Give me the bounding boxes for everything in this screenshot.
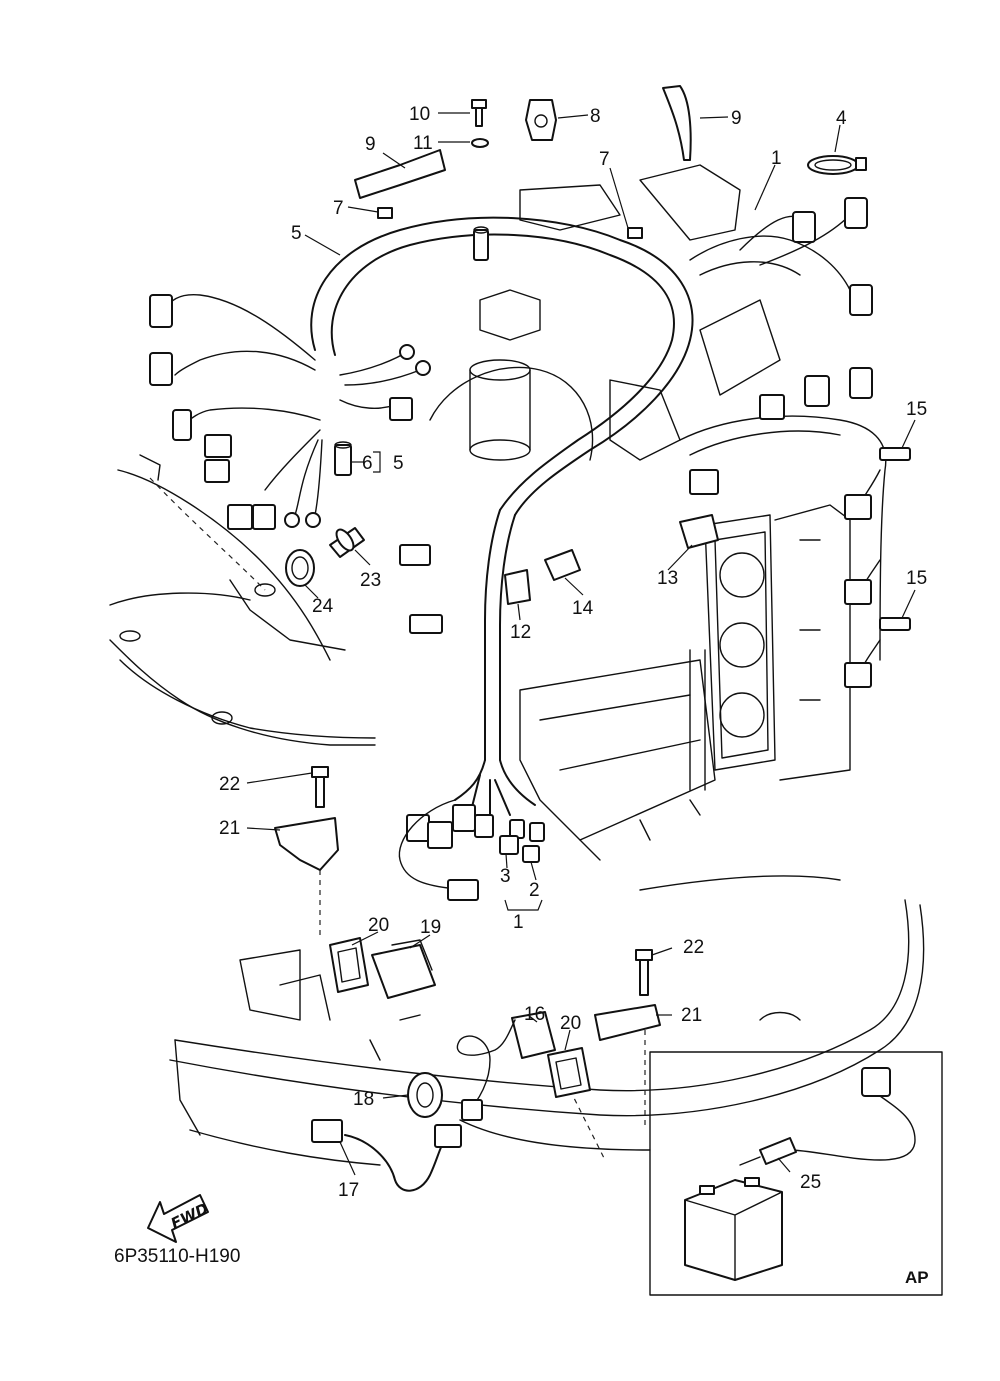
callout-22-lower: 22 — [683, 937, 704, 958]
callout-5-top: 5 — [291, 223, 302, 244]
part-12-clip — [504, 569, 531, 605]
callout-1-bottom: 1 — [513, 912, 524, 933]
callout-20-lower: 20 — [560, 1013, 581, 1034]
callout-15-lower: 15 — [906, 568, 927, 589]
part-10-bolt — [471, 99, 487, 127]
callout-16: 16 — [524, 1004, 545, 1025]
part-7-clip-left — [377, 207, 393, 219]
part-18-grommet — [407, 1072, 443, 1118]
cowling-outline-left — [109, 454, 376, 746]
callout-14: 14 — [572, 598, 594, 619]
callout-7-left: 7 — [333, 198, 344, 219]
bottom-cowling-outline — [169, 860, 925, 1166]
part-16-connector — [511, 1011, 556, 1059]
inset-battery-box — [649, 1051, 943, 1296]
inset-label: AP — [905, 1268, 929, 1287]
callout-5-bracket: 5 — [393, 453, 404, 474]
callout-12: 12 — [510, 622, 531, 643]
callout-10: 10 — [409, 104, 430, 125]
lower-harness-connectors — [398, 799, 545, 901]
callout-17: 17 — [338, 1180, 359, 1201]
part-15-clamp-lower — [879, 617, 911, 631]
engine-block-outline — [429, 164, 851, 861]
part-7-clip-right — [627, 227, 643, 239]
callout-24: 24 — [312, 596, 334, 617]
fwd-direction-arrow: FWD — [147, 1194, 211, 1243]
callout-18: 18 — [353, 1089, 374, 1110]
main-wiring-harness — [164, 214, 887, 816]
callout-2: 2 — [529, 880, 540, 901]
left-connectors-group — [149, 294, 443, 634]
part-6-collar — [334, 441, 352, 476]
part-21-bracket-lower — [594, 1004, 661, 1041]
part-21-bracket-upper — [274, 817, 339, 871]
part-17-lead-wire — [311, 1019, 516, 1192]
callout-7-right: 7 — [599, 149, 610, 170]
part-22-bolt-lower — [635, 949, 653, 996]
callout-1-top: 1 — [771, 148, 782, 169]
callout-20-upper: 20 — [368, 915, 389, 936]
part-13-clip — [679, 514, 719, 549]
part-5-grommet-column — [473, 226, 489, 261]
callout-21-lower: 21 — [681, 1005, 702, 1026]
callout-4: 4 — [836, 108, 847, 129]
callout-25: 25 — [800, 1172, 821, 1193]
callout-19: 19 — [420, 917, 441, 938]
callout-15-upper: 15 — [906, 399, 927, 420]
part-19-cover — [371, 939, 436, 999]
part-22-bolt-upper — [311, 766, 329, 808]
callout-13: 13 — [657, 568, 678, 589]
part-3-clip — [499, 835, 519, 855]
drawing-code: 6P35110-H190 — [114, 1246, 240, 1267]
callout-21-upper: 21 — [219, 818, 240, 839]
callout-6: 6 — [362, 453, 373, 474]
callout-9-left: 9 — [365, 134, 376, 155]
part-14-clip — [544, 549, 581, 581]
part-20-grommet-lower — [547, 1047, 591, 1098]
part-11-washer — [471, 138, 489, 148]
part-2-clip — [522, 845, 540, 863]
leader-lines — [246, 112, 916, 1176]
part-20-grommet-upper — [329, 937, 369, 993]
part-24-grommet — [285, 549, 315, 587]
callout-9-top: 9 — [731, 108, 742, 129]
part-9-protector-top — [662, 85, 692, 161]
callout-11: 11 — [413, 133, 433, 154]
callout-3: 3 — [500, 866, 511, 887]
callout-22-upper: 22 — [219, 774, 240, 795]
part-23-sensor — [329, 527, 365, 558]
part-8-clamp — [525, 99, 557, 141]
part-4-cable-tie — [807, 155, 867, 175]
callout-8: 8 — [590, 106, 601, 127]
part-1-harness-connectors — [792, 197, 873, 407]
part-15-clamp-upper — [879, 447, 911, 461]
part-9-protector-left — [354, 149, 446, 199]
callout-23: 23 — [360, 570, 381, 591]
callout-labels: 10 11 8 9 4 9 7 7 1 5 6 5 23 24 12 14 13… — [219, 104, 927, 1201]
right-connectors-group — [689, 394, 872, 688]
